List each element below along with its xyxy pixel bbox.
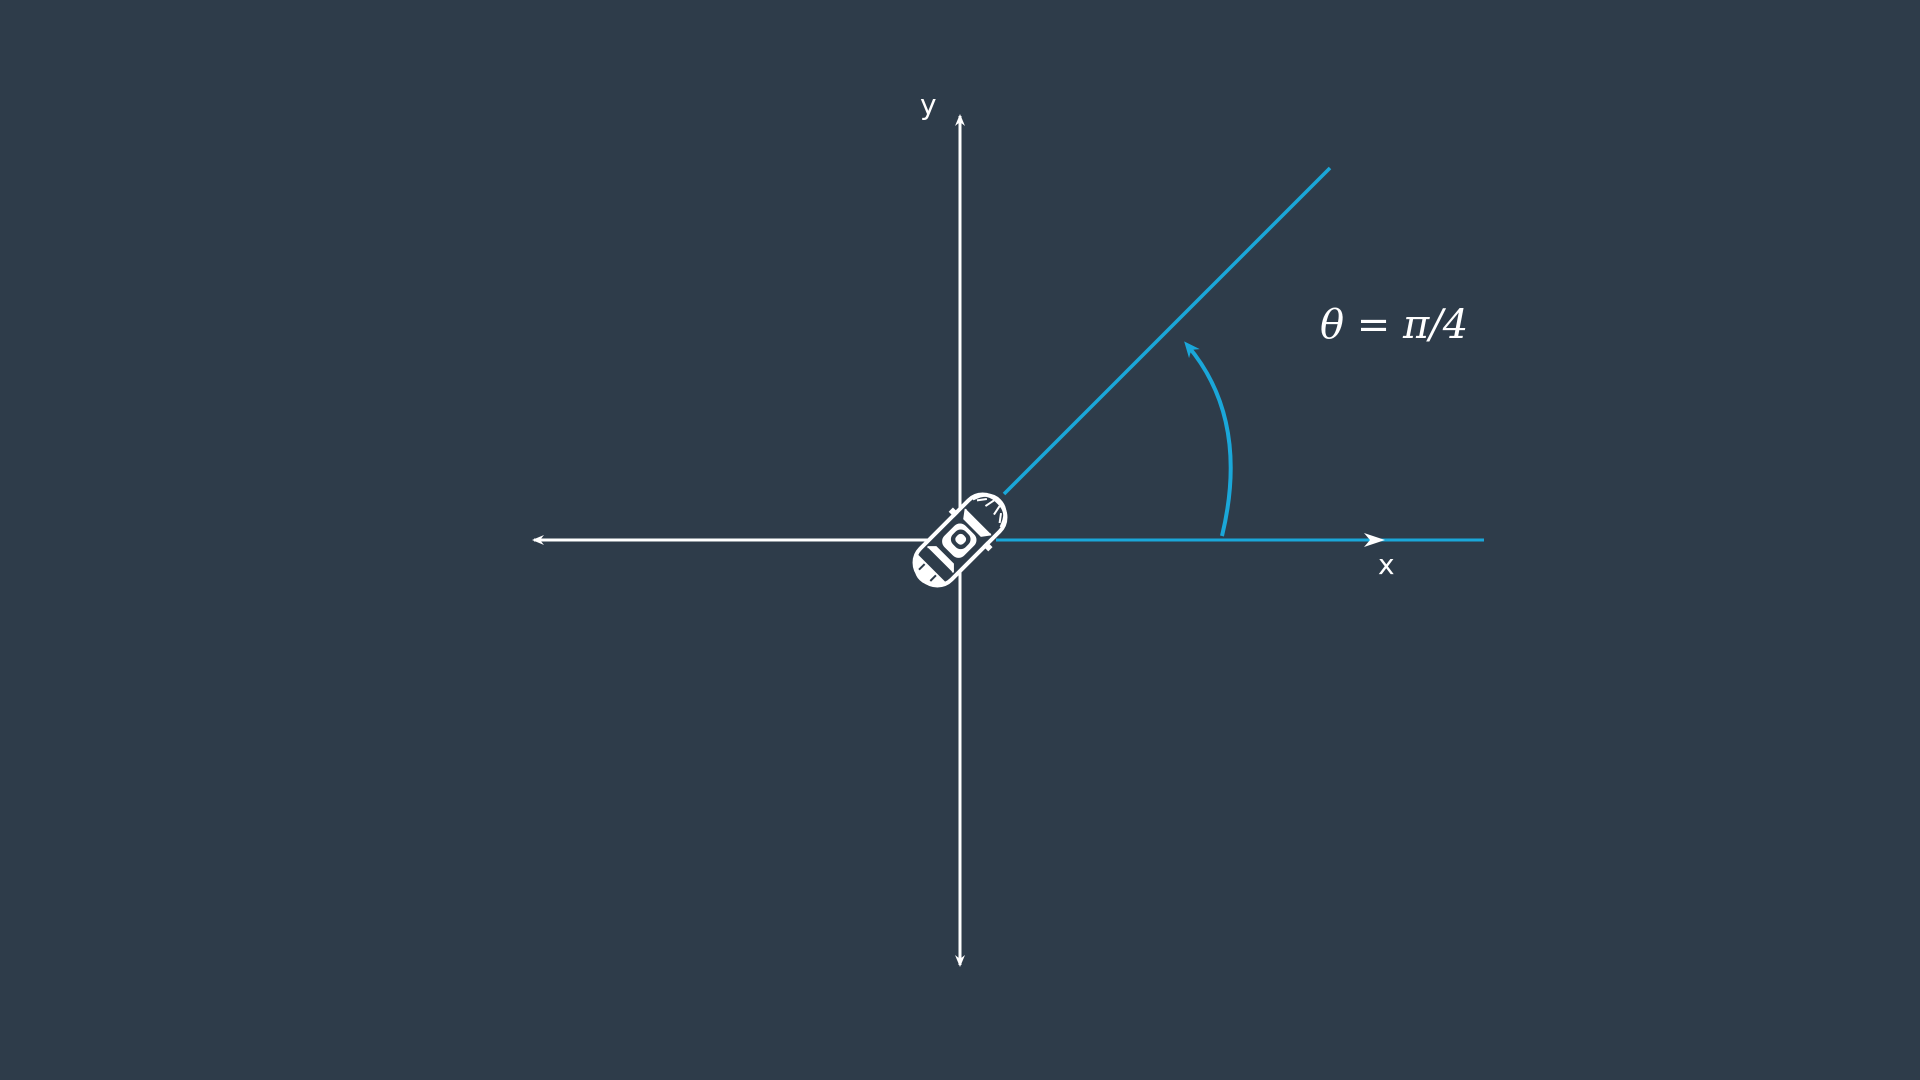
x-axis-arrowhead xyxy=(1364,533,1385,547)
angle-label: θ = π/4 xyxy=(1320,302,1468,348)
heading-ray xyxy=(1002,166,1332,496)
y-axis-label: y xyxy=(920,88,937,121)
car-top-view-icon xyxy=(912,492,1008,588)
angle-arc xyxy=(1184,341,1233,537)
x-axis-label: x xyxy=(1378,548,1395,581)
